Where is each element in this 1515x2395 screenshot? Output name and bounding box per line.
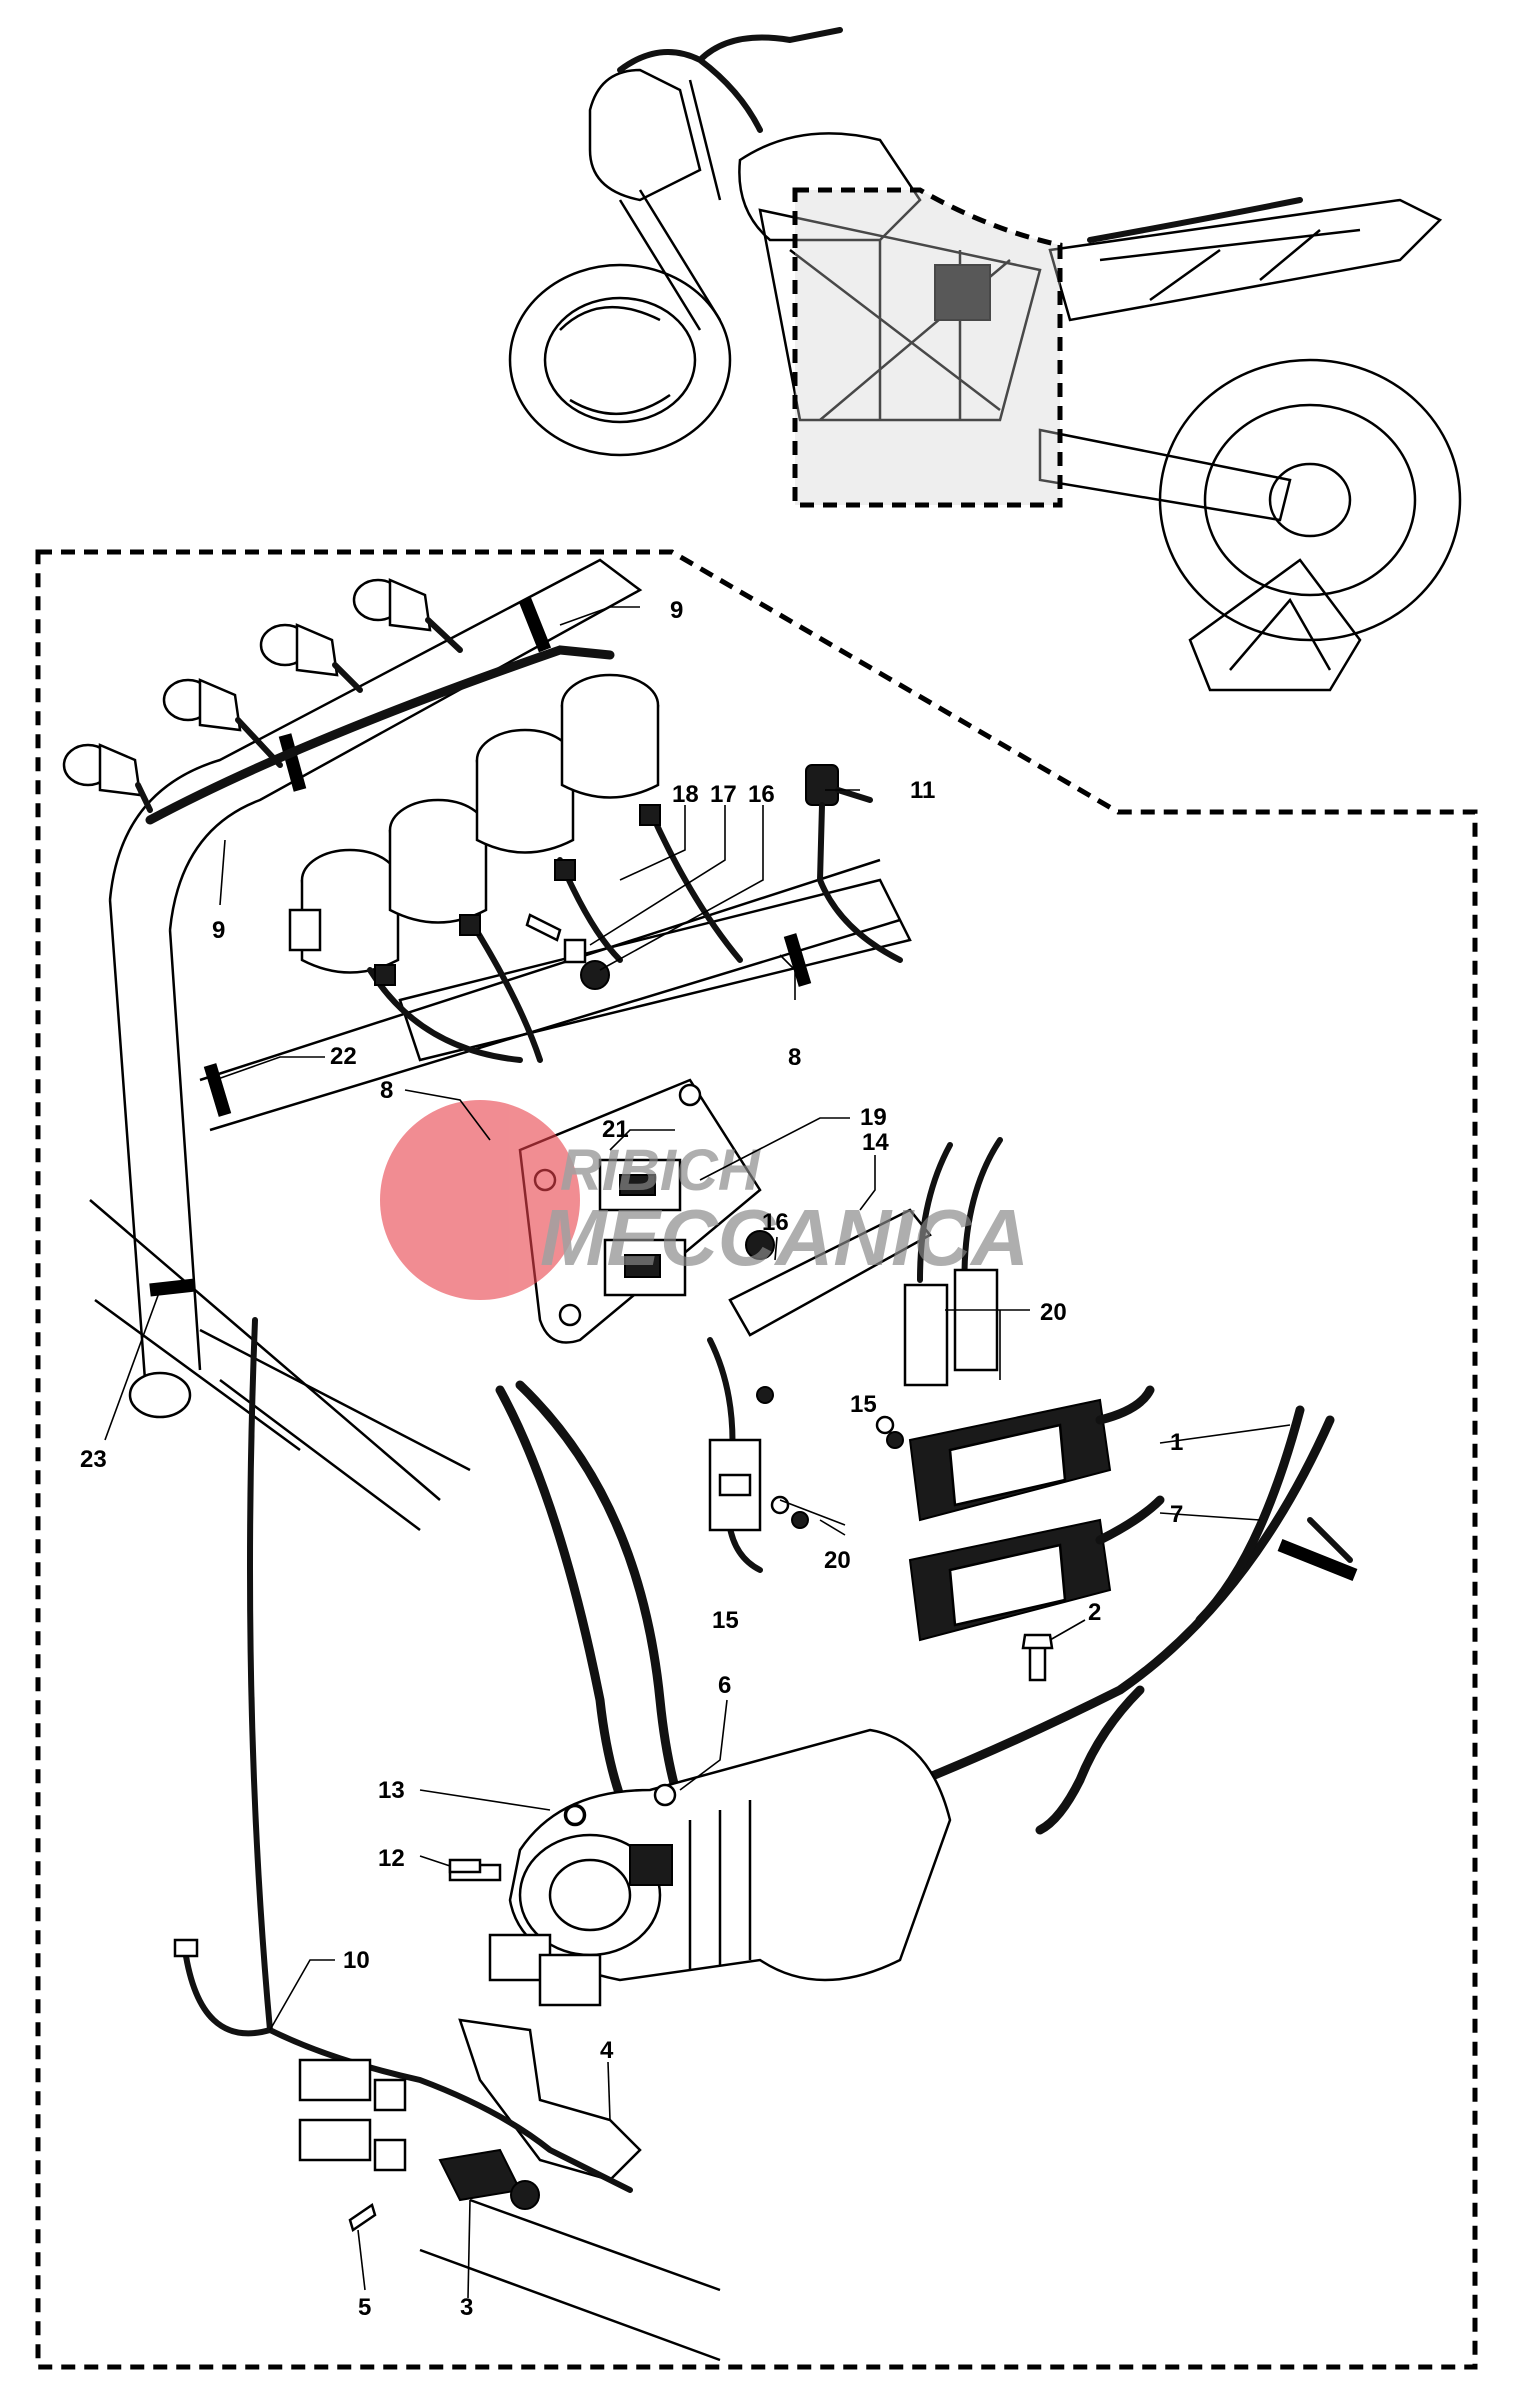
callout-10: 10	[343, 1947, 370, 1974]
ignition-coils	[62, 578, 615, 825]
callout-9b: 9	[212, 917, 225, 944]
ecu-units	[908, 1385, 1165, 1642]
callout-3: 3	[460, 2294, 473, 2321]
callout-14: 14	[862, 1129, 889, 1156]
callout-labels: 1 2 3 4 5 6 7 8 8 9 9 10 11 12 13 14 15 …	[80, 597, 1183, 2321]
callout-16a: 16	[748, 781, 775, 808]
starter-motor	[448, 1728, 952, 2007]
callout-23: 23	[80, 1446, 107, 1473]
watermark-line2: MECCANICA	[540, 1193, 1029, 1282]
callout-18: 18	[672, 781, 699, 808]
watermark-line1: RIBICH	[560, 1138, 761, 1203]
throttle-bodies	[288, 673, 743, 1063]
callout-21: 21	[602, 1116, 629, 1143]
callout-8b: 8	[380, 1077, 393, 1104]
callout-leaders	[104, 606, 1291, 2299]
callout-12: 12	[378, 1845, 405, 1872]
callout-2: 2	[1088, 1599, 1101, 1626]
sensor-assembly	[525, 764, 903, 990]
callout-16b: 16	[762, 1209, 789, 1236]
callout-20b: 20	[824, 1547, 851, 1574]
callout-22: 22	[330, 1043, 357, 1070]
bolts	[448, 1633, 1054, 1874]
callout-11: 11	[910, 777, 935, 804]
callout-4: 4	[600, 2037, 614, 2064]
callout-13: 13	[378, 1777, 405, 1804]
callout-6: 6	[718, 1672, 731, 1699]
callout-15a: 15	[850, 1391, 877, 1418]
callout-7: 7	[1170, 1501, 1183, 1528]
callout-8a: 8	[788, 1044, 801, 1071]
motorcycle-overview	[508, 27, 1462, 692]
detail-frame	[35, 549, 1478, 2370]
callout-9a: 9	[670, 597, 683, 624]
callout-17: 17	[710, 781, 737, 808]
callout-15b: 15	[712, 1607, 739, 1634]
lower-assembly	[267, 2018, 721, 2362]
callout-19: 19	[860, 1104, 887, 1131]
callout-5: 5	[358, 2294, 371, 2321]
callout-20a: 20	[1040, 1299, 1067, 1326]
watermark-circle	[380, 1100, 580, 1300]
callout-1: 1	[1170, 1429, 1183, 1456]
watermark: RIBICH MECCANICA	[380, 1100, 1029, 1300]
relay-connectors	[707, 1137, 1003, 1573]
